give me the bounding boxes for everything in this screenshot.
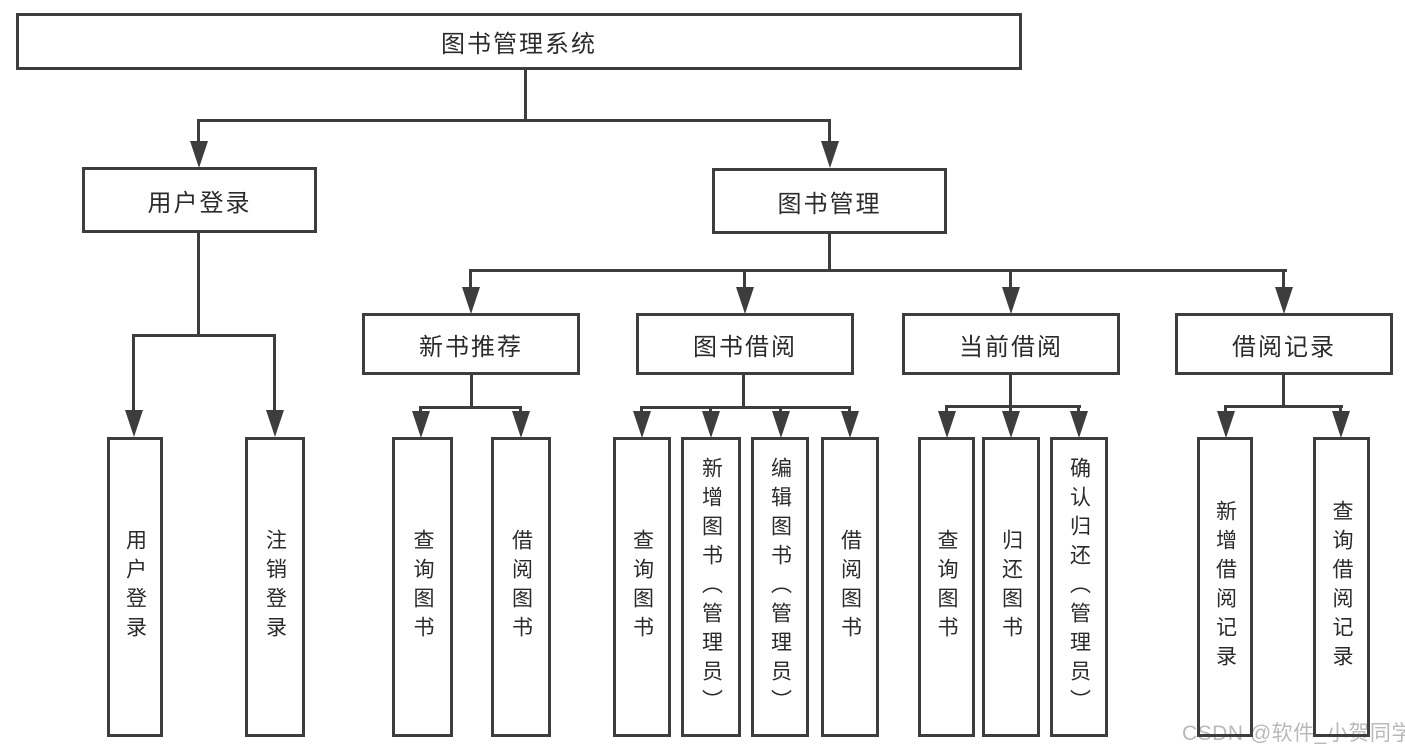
- arrowhead-down-icon: [772, 411, 790, 438]
- connector-newbooks-down: [470, 375, 473, 409]
- watermark: CSDN @软件_小贺同学: [1182, 722, 1405, 745]
- arrowhead-down-icon: [821, 141, 839, 168]
- node-new-books: 新书推荐: [362, 313, 580, 375]
- node-book-borrow: 图书借阅: [636, 313, 854, 375]
- connector-drop-user-login: [197, 119, 200, 149]
- connector-newbooks-horizontal: [419, 406, 522, 409]
- arrowhead-down-icon: [1002, 287, 1020, 314]
- arrowhead-down-icon: [1332, 411, 1350, 438]
- arrowhead-down-icon: [1275, 287, 1293, 314]
- leaf-logout: 注销登录: [245, 437, 305, 737]
- leaf-user-login: 用户登录: [107, 437, 163, 737]
- connector-drop-leaf: [945, 405, 948, 416]
- arrowhead-down-icon: [841, 411, 859, 438]
- leaf-return-books: 归还图书: [982, 437, 1040, 737]
- arrowhead-down-icon: [633, 411, 651, 438]
- connector-bookmgmt-down: [828, 234, 831, 271]
- arrowhead-down-icon: [266, 410, 284, 437]
- node-root: 图书管理系统: [16, 13, 1022, 70]
- node-book-mgmt: 图书管理: [712, 168, 947, 234]
- leaf-query-books-borrow: 查询图书: [613, 437, 671, 737]
- connector-drop-leaf: [1009, 405, 1012, 416]
- connector-drop-level3: [743, 269, 746, 295]
- node-borrow-records: 借阅记录: [1175, 313, 1393, 375]
- connector-borrowrecords-down: [1282, 375, 1285, 408]
- arrowhead-down-icon: [938, 411, 956, 438]
- connector-currentborrow-horizontal: [945, 405, 1081, 408]
- leaf-add-books-admin: 新增图书（管理员）: [681, 437, 741, 737]
- connector-bookmgmt-horizontal: [470, 269, 1287, 272]
- connector-bookborrow-horizontal: [640, 406, 851, 409]
- arrowhead-down-icon: [736, 287, 754, 314]
- connector-userlogin-horizontal: [132, 334, 276, 337]
- leaf-add-borrow-record: 新增借阅记录: [1197, 437, 1253, 737]
- arrowhead-down-icon: [1070, 411, 1088, 438]
- arrowhead-down-icon: [702, 411, 720, 438]
- connector-drop-leaf: [1077, 405, 1080, 416]
- connector-borrowrecords-horizontal: [1224, 405, 1343, 408]
- arrowhead-down-icon: [1217, 411, 1235, 438]
- leaf-borrow-books-borrow: 借阅图书: [821, 437, 879, 737]
- node-user-login: 用户登录: [82, 167, 317, 233]
- leaf-query-borrow-record: 查询借阅记录: [1313, 437, 1370, 737]
- connector-userlogin-down: [197, 233, 200, 337]
- arrowhead-down-icon: [412, 411, 430, 438]
- arrowhead-down-icon: [1002, 411, 1020, 438]
- arrowhead-down-icon: [125, 410, 143, 437]
- connector-drop-level3: [1009, 269, 1012, 295]
- leaf-query-books-current: 查询图书: [918, 437, 975, 737]
- connector-drop-leaf: [1224, 405, 1227, 416]
- leaf-query-books-newbooks: 查询图书: [392, 437, 453, 737]
- connector-drop-book-mgmt: [828, 119, 831, 149]
- node-current-borrow: 当前借阅: [902, 313, 1120, 375]
- connector-currentborrow-down: [1009, 375, 1012, 408]
- arrowhead-down-icon: [512, 411, 530, 438]
- connector-drop-leaf: [1339, 405, 1342, 416]
- leaf-confirm-return-admin: 确认归还（管理员）: [1050, 437, 1108, 737]
- leaf-borrow-books-newbooks: 借阅图书: [491, 437, 551, 737]
- arrowhead-down-icon: [462, 287, 480, 314]
- connector-drop-leaf: [273, 334, 276, 414]
- connector-drop-level3: [1282, 269, 1285, 295]
- leaf-edit-books-admin: 编辑图书（管理员）: [751, 437, 809, 737]
- connector-root-down: [524, 70, 527, 121]
- connector-drop-level3: [469, 269, 472, 295]
- connector-root-horizontal: [197, 119, 831, 122]
- connector-bookborrow-down: [742, 375, 745, 409]
- connector-drop-leaf: [132, 334, 135, 414]
- arrowhead-down-icon: [190, 141, 208, 168]
